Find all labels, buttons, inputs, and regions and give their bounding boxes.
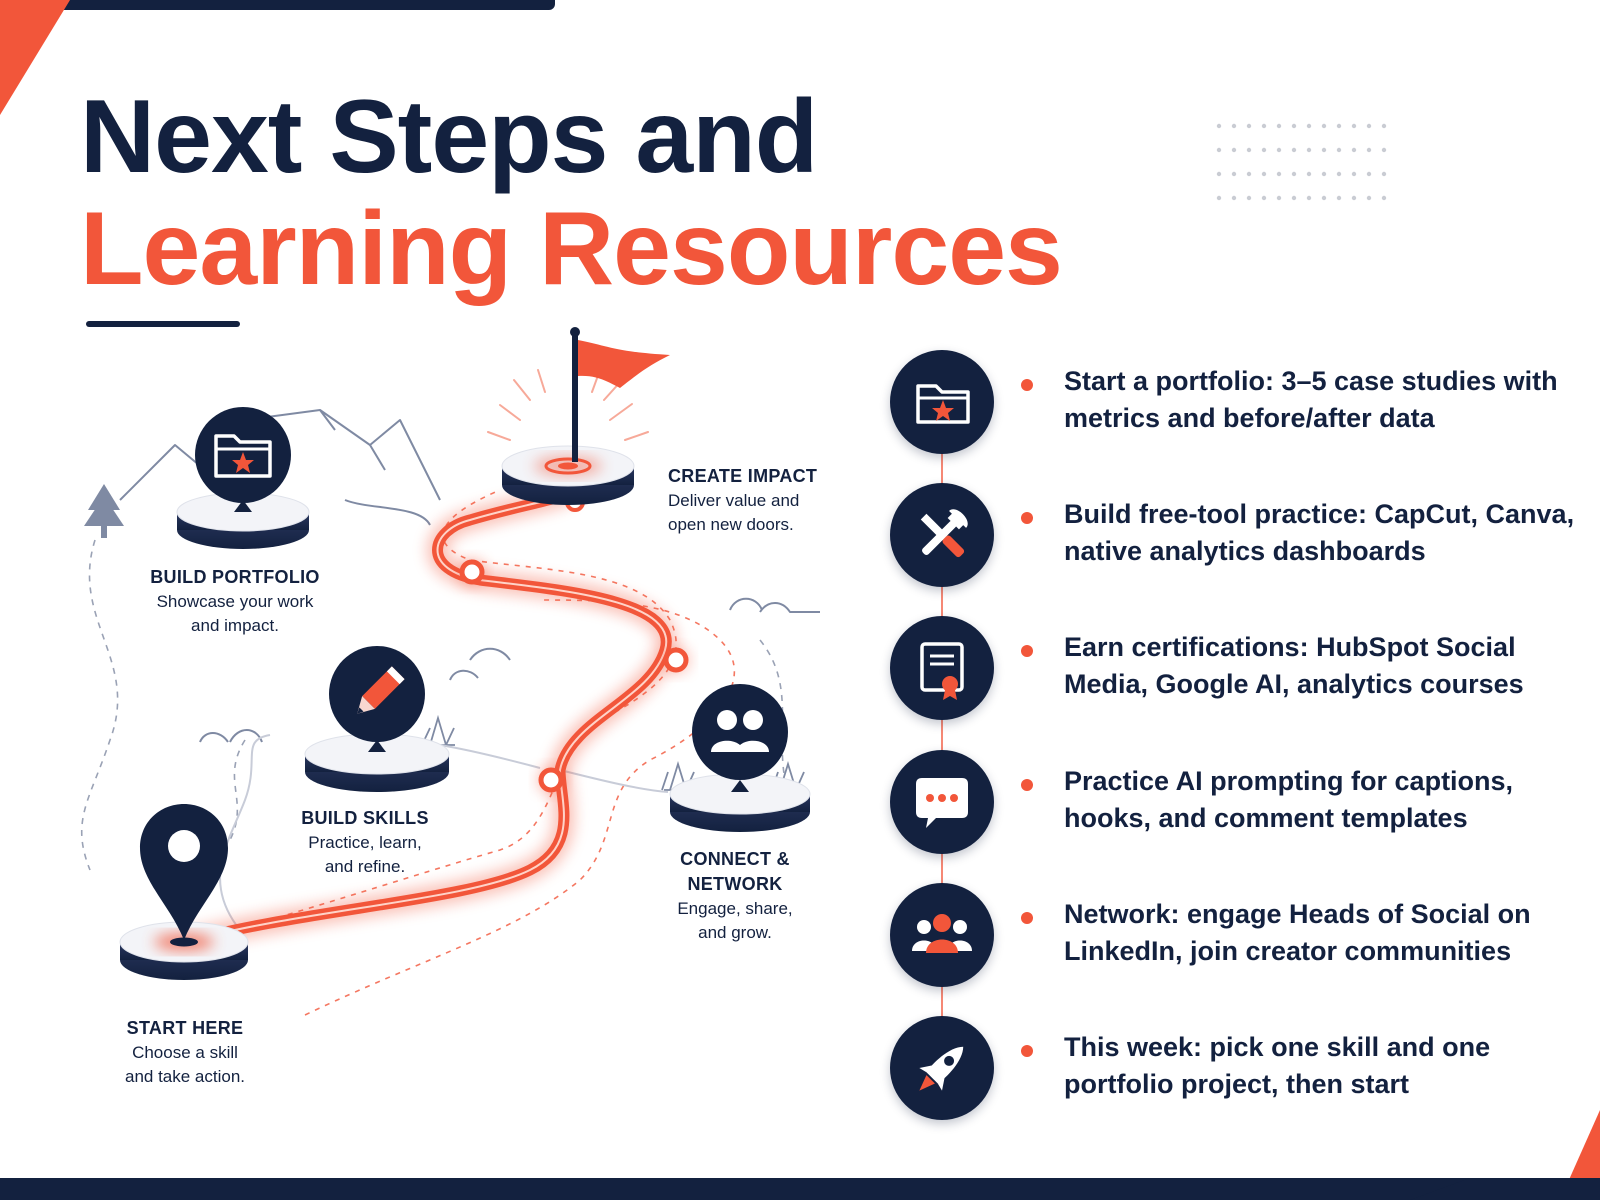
- milestone-network-title-1: CONNECT &: [680, 849, 790, 869]
- milestone-skills-desc-1: Practice, learn,: [308, 833, 422, 852]
- milestone-portfolio-desc-1: Showcase your work: [156, 592, 314, 611]
- flag-icon: [570, 327, 670, 462]
- resource-item-portfolio: Start a portfolio: 3–5 case studies with…: [890, 350, 1580, 454]
- milestone-start-title: START HERE: [126, 1018, 244, 1038]
- people-icon: [692, 684, 788, 792]
- bullet-dot: [1021, 379, 1033, 391]
- platform-start: [119, 921, 249, 980]
- milestone-impact-desc-2: open new doors.: [668, 515, 794, 534]
- milestone-impact-title: CREATE IMPACT: [668, 466, 818, 486]
- folder-star-icon: [195, 407, 291, 512]
- location-pin-icon: [140, 804, 228, 940]
- bullet-dot: [1021, 912, 1033, 924]
- top-accent-bar: [0, 0, 555, 10]
- certificate-icon: [890, 616, 994, 720]
- page-title-line1: Next Steps and: [80, 79, 818, 195]
- resource-item-network: Network: engage Heads of Social on Linke…: [890, 883, 1580, 987]
- bottom-accent-bar: [0, 1178, 1600, 1200]
- bullet-dot: [1021, 512, 1033, 524]
- milestone-start-desc-2: and take action.: [124, 1067, 246, 1086]
- milestone-portfolio: BUILD PORTFOLIO Showcase your work and i…: [130, 565, 340, 638]
- resource-text: Earn certifications: HubSpot Social Medi…: [1064, 632, 1524, 699]
- milestone-impact-desc-1: Deliver value and: [668, 491, 800, 510]
- milestone-network: CONNECT & NETWORK Engage, share, and gro…: [660, 847, 810, 945]
- milestone-skills-desc-2: and refine.: [324, 857, 406, 876]
- milestone-portfolio-desc-2: and impact.: [191, 616, 279, 635]
- resource-text: This week: pick one skill and one portfo…: [1064, 1032, 1491, 1099]
- resource-item-this-week: This week: pick one skill and one portfo…: [890, 1016, 1580, 1120]
- platform-network: [669, 773, 811, 832]
- pencil-icon: [329, 646, 425, 752]
- bullet-dot: [1021, 779, 1033, 791]
- tree-icon: [84, 484, 124, 538]
- milestone-impact: CREATE IMPACT Deliver value and open new…: [668, 464, 858, 537]
- folder-star-icon: [890, 350, 994, 454]
- milestone-skills-title: BUILD SKILLS: [301, 808, 429, 828]
- bullet-dot: [1021, 1045, 1033, 1057]
- resource-item-tools: Build free-tool practice: CapCut, Canva,…: [890, 483, 1580, 587]
- milestone-network-title-2: NETWORK: [687, 874, 783, 894]
- title-underline: [86, 321, 240, 327]
- milestone-start-desc-1: Choose a skill: [132, 1043, 238, 1062]
- resource-text: Practice AI prompting for captions, hook…: [1064, 766, 1514, 833]
- bullet-dot: [1021, 645, 1033, 657]
- resource-text: Start a portfolio: 3–5 case studies with…: [1064, 366, 1558, 433]
- milestone-network-desc-2: and grow.: [698, 923, 772, 942]
- chat-bubble-icon: [890, 750, 994, 854]
- resource-item-certifications: Earn certifications: HubSpot Social Medi…: [890, 616, 1580, 720]
- page-title-line2: Learning Resources: [80, 191, 1063, 307]
- resource-text: Build free-tool practice: CapCut, Canva,…: [1064, 499, 1575, 566]
- resource-timeline-line: [941, 405, 943, 1055]
- milestone-network-desc-1: Engage, share,: [677, 899, 793, 918]
- resource-text: Network: engage Heads of Social on Linke…: [1064, 899, 1531, 966]
- platform-skills: [304, 733, 450, 792]
- milestone-skills: BUILD SKILLS Practice, learn, and refine…: [290, 806, 440, 879]
- milestone-portfolio-title: BUILD PORTFOLIO: [150, 567, 320, 587]
- milestone-start: START HERE Choose a skill and take actio…: [110, 1016, 260, 1089]
- roadmap-illustration: [80, 327, 820, 1016]
- tools-icon: [890, 483, 994, 587]
- rocket-icon: [890, 1016, 994, 1120]
- platform-impact: [501, 445, 635, 505]
- corner-accent-bottom-right: [1410, 1110, 1600, 1200]
- corner-accent-top-left: [0, 0, 70, 115]
- decorative-dot-grid: [1216, 123, 1387, 201]
- community-icon: [890, 883, 994, 987]
- resource-item-ai-prompting: Practice AI prompting for captions, hook…: [890, 750, 1580, 854]
